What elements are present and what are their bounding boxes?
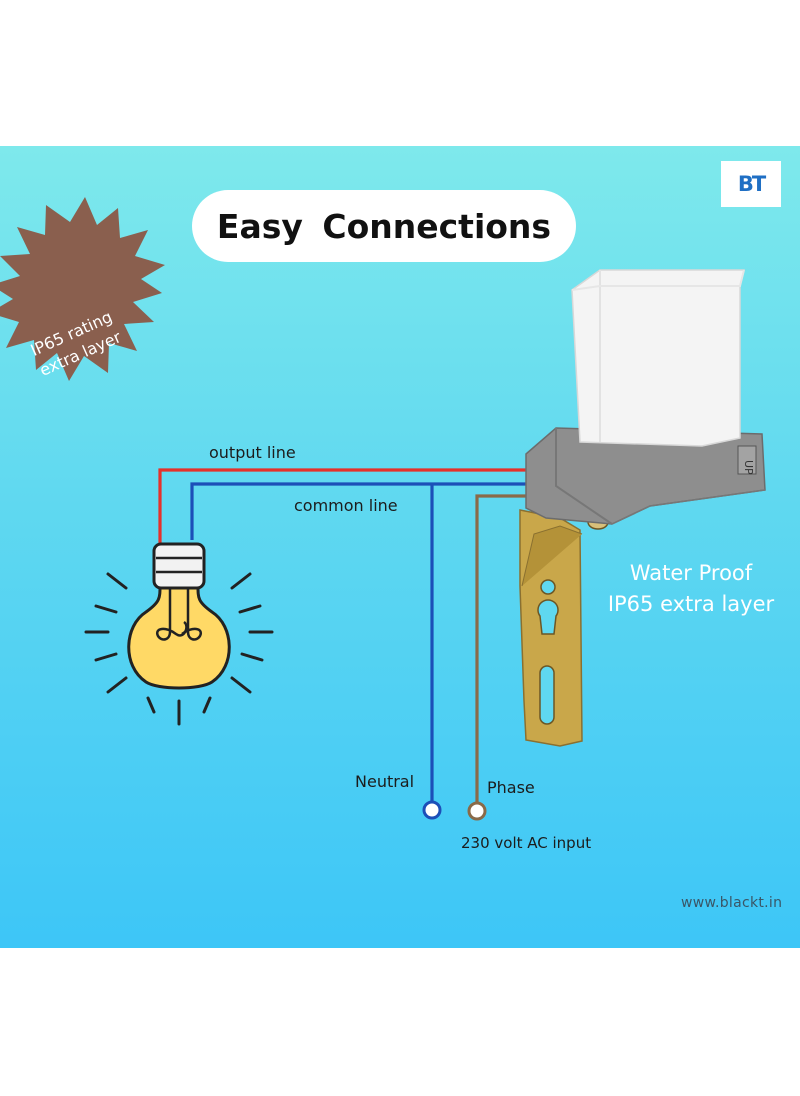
sensor-cap	[571, 269, 745, 447]
phase-label: Phase	[487, 778, 535, 797]
ip65-badge-starburst	[0, 197, 165, 381]
website-url: www.blackt.in	[681, 895, 783, 911]
brand-logo: BT	[721, 161, 781, 207]
wire-output-line	[158, 468, 528, 543]
wiring-diagram: UP	[0, 197, 766, 821]
wire-neutral	[422, 484, 442, 820]
neutral-label: Neutral	[355, 772, 415, 791]
connection-diagram-poster: UP Easy Connections BT IP65 rating extra…	[0, 146, 800, 948]
waterproof-label: Water Proof IP65 extra layer	[607, 561, 775, 616]
wire-common-line	[190, 482, 528, 540]
output-line-label: output line	[209, 443, 296, 462]
photocell-sensor-device: UP	[519, 269, 766, 747]
brand-logo-text: BT	[737, 172, 766, 196]
common-line-label: common line	[294, 496, 398, 515]
housing-marking: UP	[742, 460, 755, 475]
page-title: Easy Connections	[216, 206, 552, 246]
wire-phase	[467, 494, 528, 821]
light-bulb-icon	[84, 542, 274, 726]
ac-input-label: 230 volt AC input	[461, 834, 592, 852]
title-banner: Easy Connections	[192, 190, 576, 262]
